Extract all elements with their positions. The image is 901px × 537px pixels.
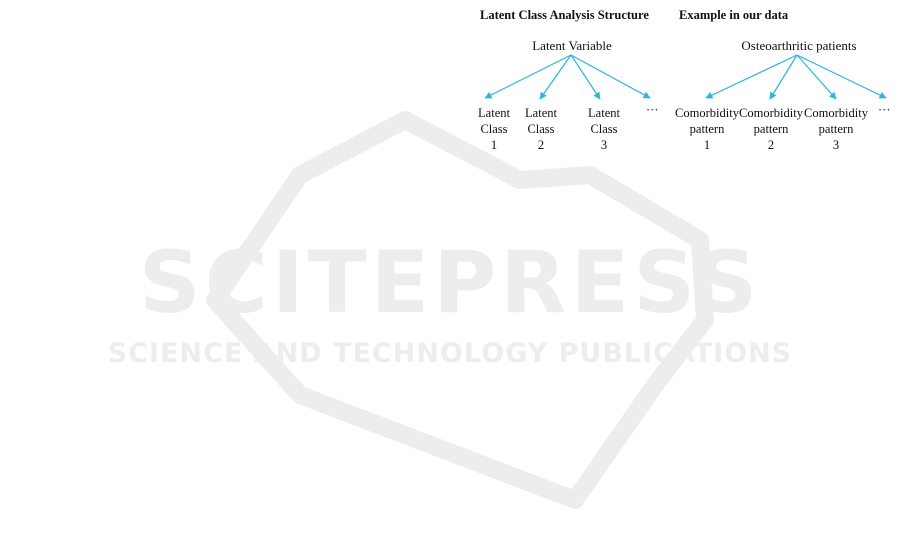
left-child-1-line3: 1 [478,137,510,153]
right-child-3: Comorbidity pattern 3 [804,105,868,153]
right-child-2-line1: Comorbidity [739,105,803,121]
arrow-right-3 [797,55,836,99]
arrow-left-1 [485,55,571,98]
left-heading: Latent Class Analysis Structure [480,8,649,23]
right-child-3-line3: 3 [804,137,868,153]
arrow-right-4 [797,55,886,98]
right-child-1-line1: Comorbidity [675,105,739,121]
left-ellipsis: ··· [646,103,659,118]
left-child-2: Latent Class 2 [525,105,557,153]
left-child-1-line1: Latent [478,105,510,121]
left-child-1-line2: Class [478,121,510,137]
right-child-1-line2: pattern [675,121,739,137]
right-child-2-line2: pattern [739,121,803,137]
left-child-3-line1: Latent [588,105,620,121]
right-child-3-line2: pattern [804,121,868,137]
left-root-label: Latent Variable [532,38,612,54]
right-ellipsis: ··· [878,103,891,118]
arrow-left-3 [571,55,600,99]
right-heading: Example in our data [679,8,788,23]
left-child-2-line3: 2 [525,137,557,153]
right-child-2: Comorbidity pattern 2 [739,105,803,153]
left-child-3: Latent Class 3 [588,105,620,153]
right-child-1: Comorbidity pattern 1 [675,105,739,153]
right-child-3-line1: Comorbidity [804,105,868,121]
right-child-2-line3: 2 [739,137,803,153]
arrow-left-4 [571,55,650,98]
arrow-left-2 [540,55,571,99]
left-child-3-line3: 3 [588,137,620,153]
left-child-1: Latent Class 1 [478,105,510,153]
left-child-3-line2: Class [588,121,620,137]
left-child-2-line1: Latent [525,105,557,121]
right-root-label: Osteoarthritic patients [741,38,856,54]
left-child-2-line2: Class [525,121,557,137]
right-child-1-line3: 1 [675,137,739,153]
